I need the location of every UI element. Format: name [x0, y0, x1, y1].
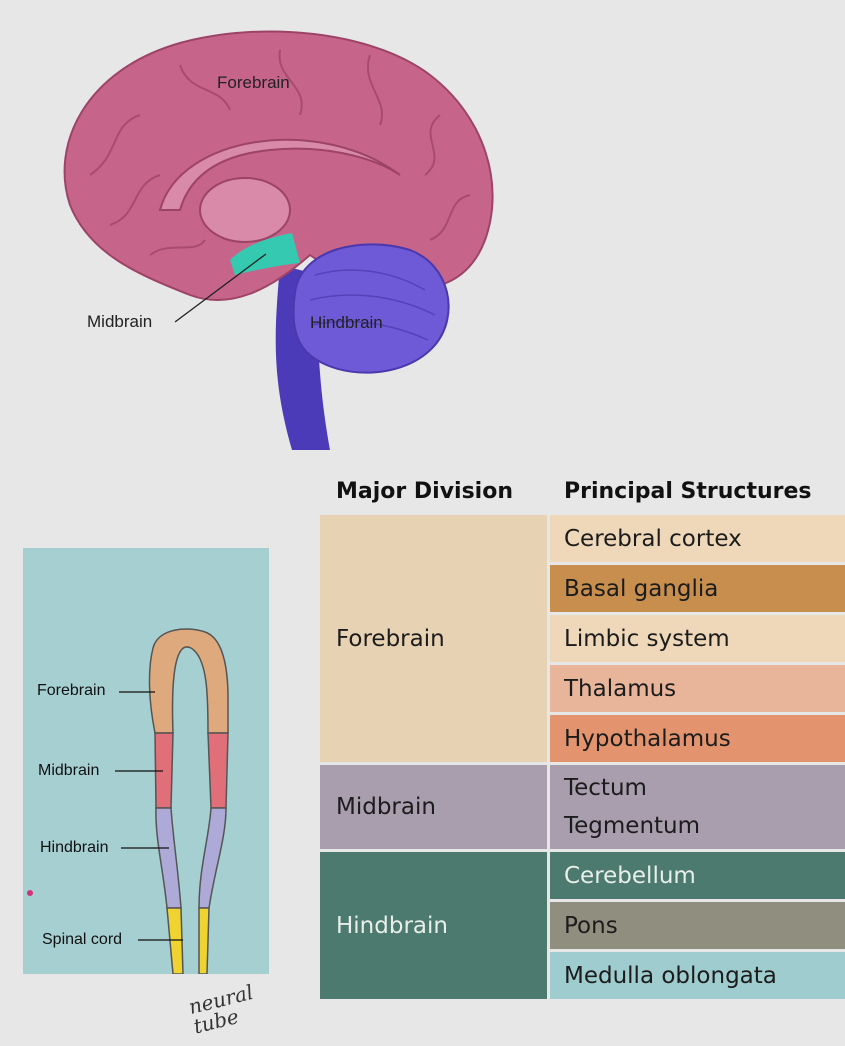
structure-cell: Cerebral cortex: [550, 515, 845, 562]
tube-midbrain-right: [207, 732, 229, 809]
tube-forebrain-segment: [148, 628, 229, 734]
tube-hindbrain-left: [155, 807, 182, 909]
division-cell: Forebrain: [320, 515, 547, 762]
structure-name: Pons: [564, 912, 618, 939]
tube-midbrain-label: Midbrain: [38, 762, 100, 779]
structure-name: Cerebellum: [564, 862, 696, 889]
structure-name: Cerebral cortex: [564, 525, 742, 552]
division-cell: Hindbrain: [320, 852, 547, 999]
tube-forebrain-label: Forebrain: [37, 682, 106, 699]
brain-divisions-table: Major Division Principal Structures Fore…: [320, 470, 845, 999]
structure-cell: Thalamus: [550, 665, 845, 712]
tube-hindbrain-right: [198, 807, 227, 909]
structure-name: Basal ganglia: [564, 575, 719, 602]
tube-spinal-cord-left: [166, 907, 184, 974]
tube-spinal-cord-label: Spinal cord: [42, 931, 123, 948]
division-cell: Midbrain: [320, 765, 547, 849]
structure-name: Hypothalamus: [564, 725, 731, 752]
brain-hindbrain-label: Hindbrain: [310, 313, 383, 332]
structure-cell: Hypothalamus: [550, 715, 845, 762]
cerebellum-shape: [292, 243, 450, 374]
structure-name: Tectum: [564, 775, 647, 801]
pink-dot-mark: [27, 890, 33, 896]
brain-sagittal-diagram: Forebrain Midbrain Hindbrain: [30, 25, 510, 450]
structure-cell: Medulla oblongata: [550, 952, 845, 999]
structure-name: Limbic system: [564, 625, 730, 652]
cerebrum-shape: [63, 30, 494, 301]
structure-name-secondary: Tegmentum: [564, 813, 701, 839]
header-principal-structures: Principal Structures: [564, 478, 812, 504]
structure-cell: Limbic system: [550, 615, 845, 662]
header-major-division: Major Division: [336, 478, 513, 504]
tube-hindbrain-label: Hindbrain: [40, 839, 109, 856]
neural-tube-panel: Forebrain Midbrain Hindbrain Spinal cord: [23, 548, 269, 974]
structure-cell: Cerebellum: [550, 852, 845, 899]
structure-cell: Pons: [550, 902, 845, 949]
structure-cell: Basal ganglia: [550, 565, 845, 612]
neural-tube-illustration: [115, 628, 229, 974]
brain-forebrain-label: Forebrain: [217, 73, 290, 92]
table-header: Major Division Principal Structures: [320, 470, 845, 512]
handwritten-note: neural tube: [186, 979, 256, 1039]
structure-name: Thalamus: [564, 675, 677, 702]
brain-illustration: [63, 30, 494, 450]
structure-name: Medulla oblongata: [564, 962, 777, 989]
tube-spinal-cord-right: [198, 907, 210, 974]
brain-midbrain-label: Midbrain: [87, 312, 153, 331]
